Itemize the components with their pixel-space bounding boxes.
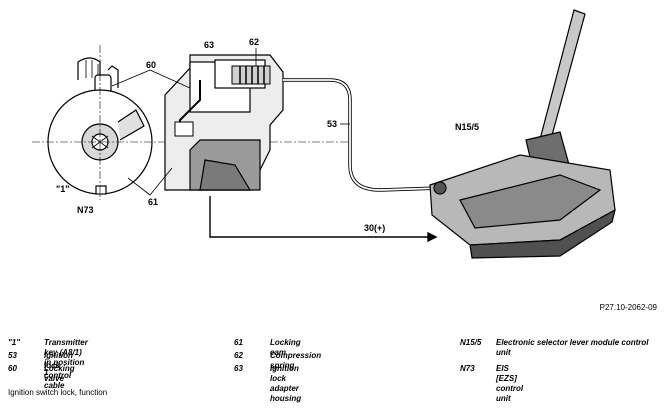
legend-key: N15/5: [460, 338, 482, 347]
adapter-housing-63: [164, 54, 284, 191]
label-60: 60: [146, 60, 156, 70]
label-n15-5: N15/5: [455, 122, 479, 132]
compression-spring-62: [174, 65, 271, 137]
label-63: 63: [204, 40, 214, 50]
lock-cylinder-n73: [47, 57, 153, 195]
document-reference: P27.10-2062-09: [599, 303, 657, 312]
legend-desc: Compression spring: [270, 351, 322, 370]
supply-line-30: [209, 196, 438, 243]
legend: "1" Transmitter key (A8/1) in position 1…: [0, 338, 665, 403]
legend-desc: Locking valve: [44, 364, 75, 383]
legend-key: 53: [8, 351, 17, 360]
legend-desc: Locking cam: [270, 338, 301, 357]
label-n73: N73: [77, 205, 94, 215]
control-cable-53: [283, 78, 441, 192]
legend-desc: Ignition lock control cable: [44, 351, 73, 390]
legend-desc: EIS [EZS] control unit: [496, 364, 524, 403]
legend-key: 60: [8, 364, 17, 373]
legend-key: 62: [234, 351, 243, 360]
label-62: 62: [249, 37, 259, 47]
label-53: 53: [327, 119, 337, 129]
label-30-plus: 30(+): [364, 223, 385, 233]
legend-key: N73: [460, 364, 475, 373]
ignition-lock-diagram: 60 63 62 53 61 "1" N73 N15/5 30(+): [32, 9, 616, 259]
legend-key: 61: [234, 338, 243, 347]
selector-lever-module-n15-5: [429, 9, 616, 259]
legend-key: "1": [8, 338, 21, 347]
legend-key: 63: [234, 364, 243, 373]
legend-desc: Ignition lock adapter housing: [270, 364, 302, 403]
legend-desc: Electronic selector lever module control…: [496, 338, 649, 357]
legend-desc: Transmitter key (A8/1) in position 1: [44, 338, 88, 377]
label-key-position-1: "1": [56, 184, 70, 194]
label-61: 61: [148, 197, 158, 207]
figure-caption: Ignition switch lock, function: [8, 388, 108, 397]
